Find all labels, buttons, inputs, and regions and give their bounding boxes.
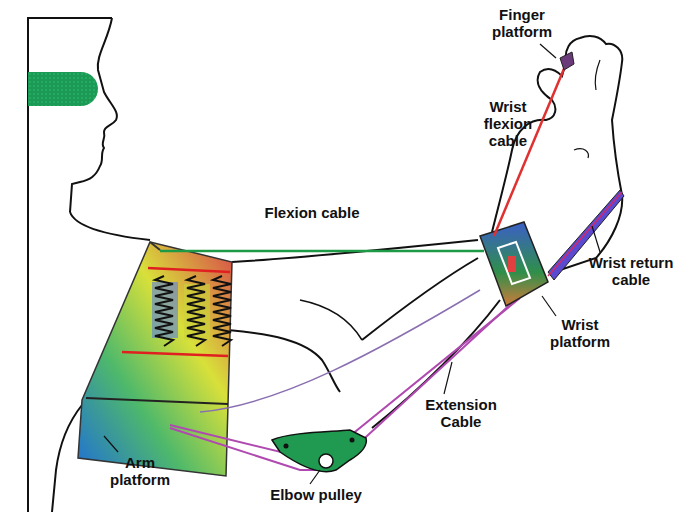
spring-coil <box>187 276 205 346</box>
part-label: Arm platform <box>100 454 180 488</box>
spring-coil <box>155 276 173 346</box>
part-label: Wrist platform <box>540 316 620 350</box>
part-label: Wrist return cable <box>581 254 681 288</box>
part-label: Wrist flexion cable <box>468 98 548 149</box>
part-label: Finger platform <box>486 6 558 40</box>
part-label: Extension Cable <box>416 396 506 430</box>
spring-coil <box>213 276 231 346</box>
part-label: Elbow pulley <box>256 486 376 503</box>
part-label: Flexion cable <box>252 204 372 221</box>
